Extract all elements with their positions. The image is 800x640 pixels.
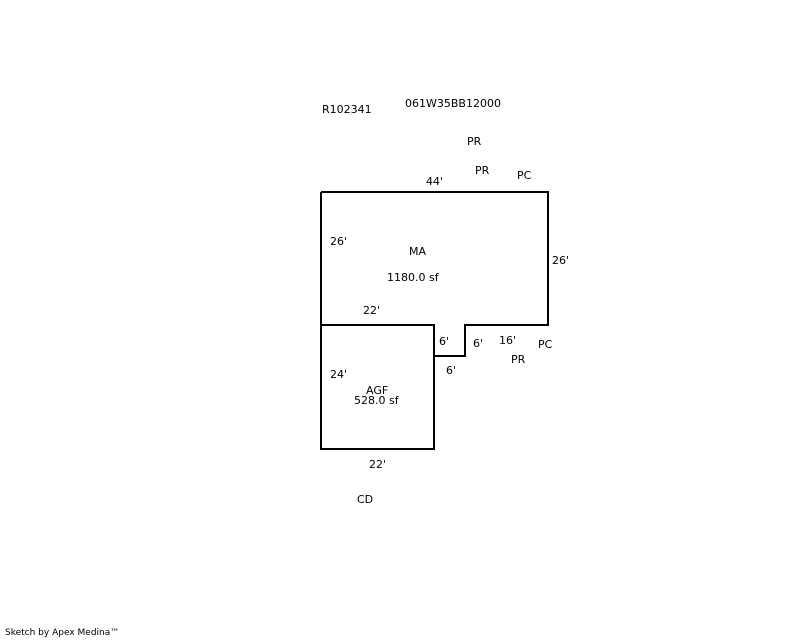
dim-label-agf-bottom: 22' [369,458,387,471]
code-label-pc-top-right: PC [517,169,532,182]
area-code-agf: AGF [366,384,389,397]
dim-label-agf-left: 24' [330,368,348,381]
account-id-label: R102341 [322,103,372,116]
code-label-pr-top: PR [467,135,482,148]
area-value-ma: 1180.0 sf [387,271,439,284]
area-code-ma: MA [409,245,427,258]
code-label-cd-bottom: CD [357,493,374,506]
dim-label-ma-top: 44' [426,175,444,188]
code-label-pc-right: PC [538,338,553,351]
dim-label-notch-bottom: 6' [446,364,457,377]
area-value-agf: 528.0 sf [354,394,399,407]
dim-label-ma-left: 26' [330,235,348,248]
dim-label-notch-left: 6' [439,335,450,348]
sketch-credit: Sketch by Apex Medina™ [5,628,120,638]
dim-label-ma-bottom-right: 16' [499,334,517,347]
code-label-pr-right: PR [511,353,526,366]
code-label-pr-near-top: PR [475,164,490,177]
parcel-id-label: 061W35BB12000 [405,97,501,110]
dim-label-ma-right: 26' [552,254,570,267]
dim-label-shared-wall: 22' [363,304,381,317]
agf-outline [320,324,435,450]
dim-label-notch-right: 6' [473,337,484,350]
